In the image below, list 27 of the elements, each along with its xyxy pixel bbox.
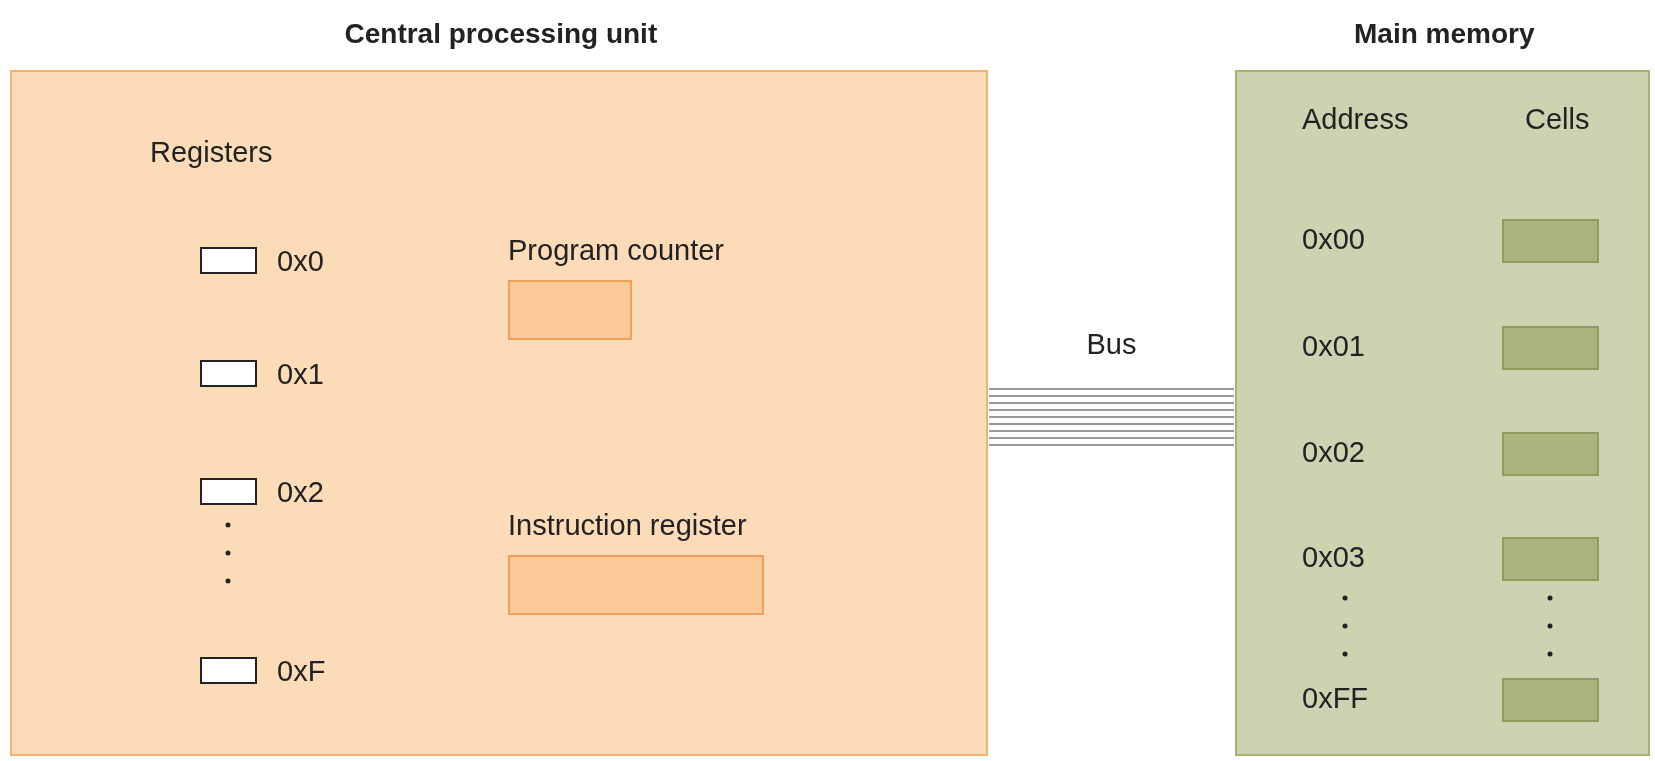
memory-cell-box (1502, 326, 1599, 370)
memory-cell-box (1502, 432, 1599, 476)
register-label: Instruction register (508, 511, 747, 540)
bus-lines (988, 388, 1235, 446)
edge-label: Bus (1086, 330, 1137, 359)
memory-address: 0x02 (1302, 438, 1365, 467)
register-box (200, 247, 257, 274)
panel-heading: Main memory (1354, 20, 1535, 48)
group-label: Registers (150, 138, 273, 167)
register-address: 0x1 (277, 359, 324, 389)
register-address: 0xF (277, 656, 326, 686)
memory-cell-box (1502, 219, 1599, 263)
register-box (200, 360, 257, 387)
memory-address: 0xFF (1302, 684, 1369, 713)
register-box (200, 478, 257, 505)
memory-address: 0x03 (1302, 543, 1365, 572)
register-label: Program counter (508, 236, 724, 265)
memory-address: 0x01 (1302, 332, 1365, 361)
memory-cell-box (1502, 537, 1599, 581)
column-header: Cells (1525, 105, 1590, 134)
register-address: 0x2 (277, 477, 324, 507)
column-header: Address (1302, 105, 1409, 134)
memory-address: 0x00 (1302, 225, 1365, 254)
memory-cell-box (1502, 678, 1599, 722)
register-address: 0x0 (277, 246, 324, 276)
register-box (200, 657, 257, 684)
panel-heading: Central processing unit (344, 20, 658, 48)
